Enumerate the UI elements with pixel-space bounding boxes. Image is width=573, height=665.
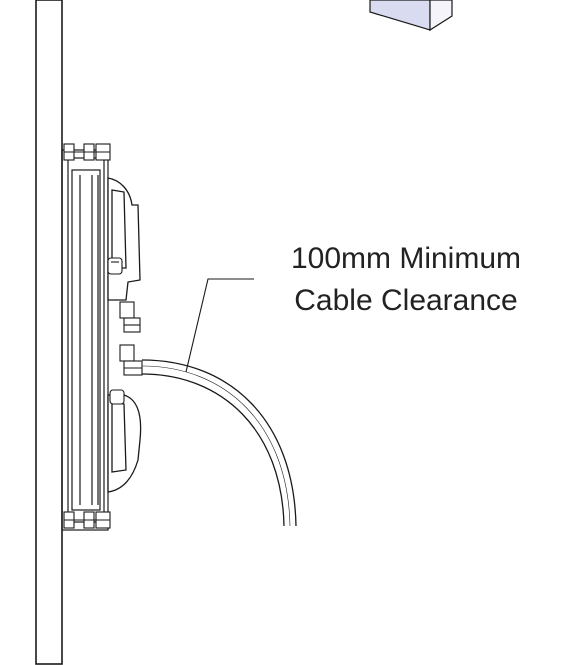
wall-plate [35,0,63,665]
bottom-bolts [63,511,111,529]
cable-glands [109,301,143,405]
leader-line [185,278,254,373]
cable-clearance-annotation: 100mm Minimum Cable Clearance [256,238,556,322]
cable [141,359,297,527]
mounting-frame [61,149,109,531]
device-housing [107,177,142,493]
annotation-line-1: 100mm Minimum [290,242,522,275]
upper-clip [107,257,123,275]
top-box [369,0,453,32]
annotation-line-2: Cable Clearance [294,284,518,317]
top-bolts [63,143,111,161]
